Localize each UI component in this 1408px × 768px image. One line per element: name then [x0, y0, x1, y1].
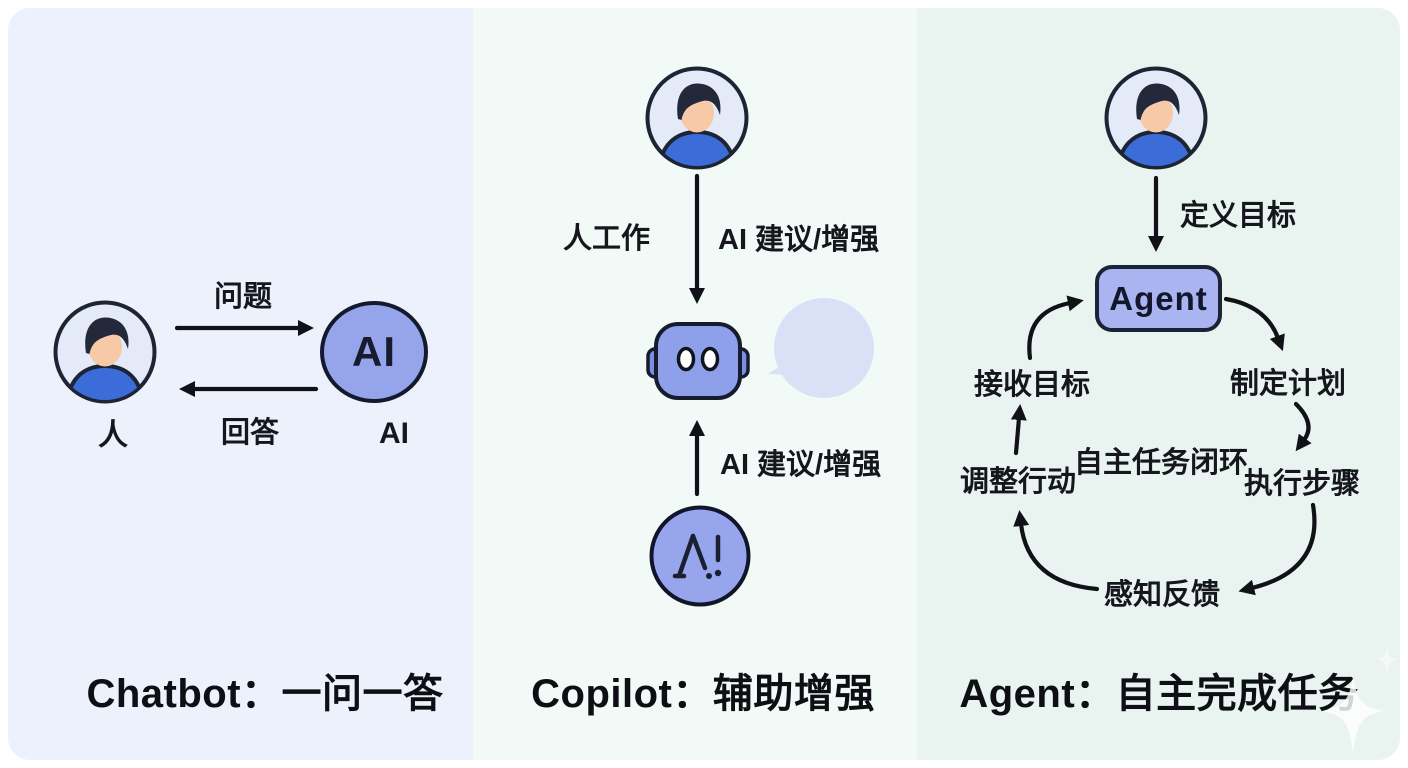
infographic-card: [8, 8, 1400, 760]
agent-panel: [917, 8, 1400, 760]
copilot-panel: [473, 8, 917, 760]
chatbot-panel: [8, 8, 473, 760]
